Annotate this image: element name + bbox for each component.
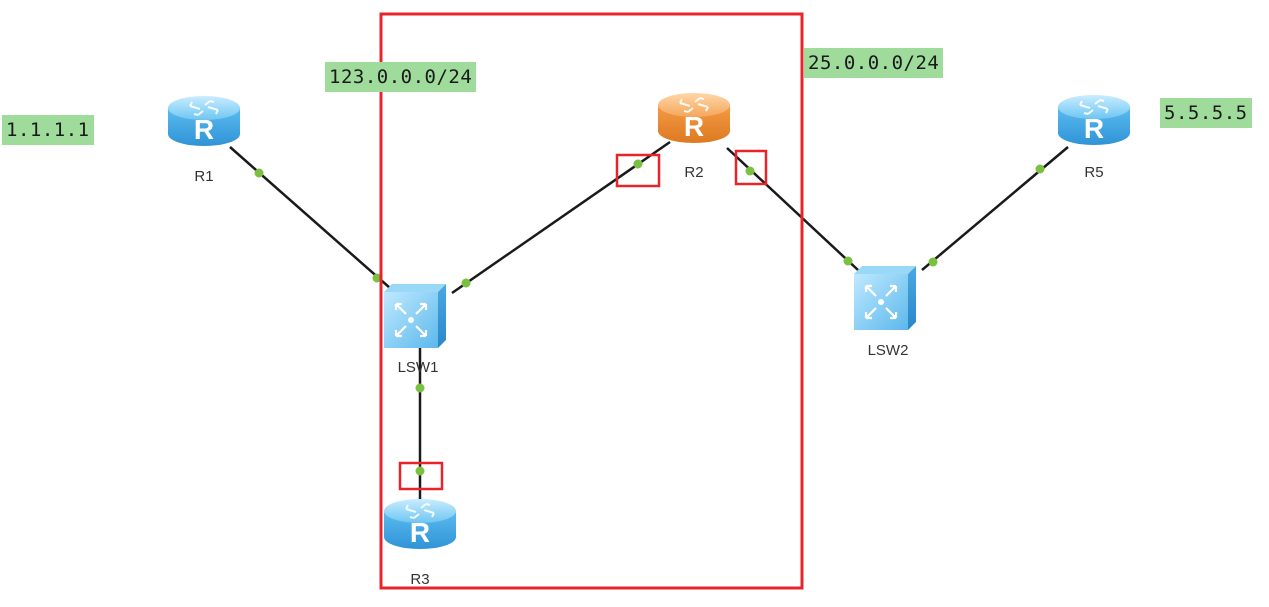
port-dot [745, 166, 755, 176]
port-dot [415, 466, 425, 476]
switch-lsw2[interactable]: LSW2 [852, 264, 918, 359]
port-dot [254, 168, 264, 178]
device-label-r2: R2 [684, 164, 703, 181]
links [229, 140, 1069, 500]
network-label-r5: 5.5.5.5 [1160, 98, 1252, 128]
port-dot [633, 159, 643, 169]
link-lsw1-r2 [451, 140, 671, 295]
router-r2[interactable]: R2 [657, 92, 731, 181]
highlight-port-r2-right [734, 149, 768, 186]
link-r1-lsw1 [229, 146, 391, 289]
link-r2-lsw2 [726, 147, 859, 271]
highlights [379, 12, 804, 590]
network-label-123: 123.0.0.0/24 [325, 62, 477, 92]
switch-lsw1[interactable]: LSW1 [382, 282, 448, 376]
port-dot [461, 278, 471, 288]
device-label-r5: R5 [1084, 164, 1103, 181]
router-r1[interactable]: R1 [167, 95, 241, 185]
highlight-port-r3 [398, 461, 444, 491]
port-dot [1035, 164, 1045, 174]
link-lsw2-r5 [921, 146, 1069, 271]
router-r5[interactable]: R5 [1057, 94, 1131, 181]
port-dots [254, 159, 1045, 476]
network-label-25: 25.0.0.0/24 [804, 48, 944, 78]
highlight-port-r2-left [615, 153, 661, 188]
network-label-r1: 1.1.1.1 [2, 115, 94, 145]
port-dot [372, 273, 382, 283]
device-label-lsw2: LSW2 [868, 342, 909, 359]
port-dot [928, 257, 938, 267]
router-r3[interactable]: R3 [383, 498, 457, 588]
device-label-lsw1: LSW1 [398, 359, 439, 376]
port-dot [843, 256, 853, 266]
port-dot [415, 383, 425, 393]
highlight-area [379, 12, 804, 590]
device-label-r1: R1 [194, 168, 213, 185]
device-label-r3: R3 [410, 571, 429, 588]
